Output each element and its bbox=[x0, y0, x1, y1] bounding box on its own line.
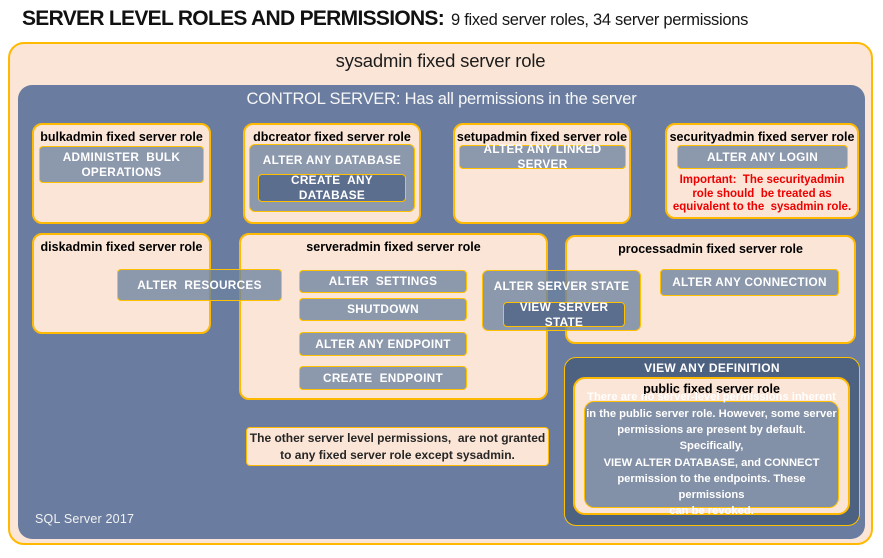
permission-administer-bulk-operations: ADMINISTER BULK OPERATIONS bbox=[39, 146, 204, 183]
view-any-definition-panel: VIEW ANY DEFINITION public fixed server … bbox=[564, 357, 860, 526]
public-role-box: public fixed server role There are no se… bbox=[573, 377, 850, 517]
serveradmin-role-title: serveradmin fixed server role bbox=[306, 240, 481, 254]
permission-alter-any-connection: ALTER ANY CONNECTION bbox=[660, 269, 839, 296]
permission-view-server-state: VIEW SERVER STATE bbox=[503, 300, 625, 329]
page-title: SERVER LEVEL ROLES AND PERMISSIONS: 9 fi… bbox=[22, 7, 748, 31]
permission-alter-any-endpoint: ALTER ANY ENDPOINT bbox=[299, 332, 467, 356]
permission-alter-any-login: ALTER ANY LOGIN bbox=[677, 145, 848, 169]
permission-alter-server-state: ALTER SERVER STATE VIEW SERVER STATE bbox=[482, 270, 641, 331]
public-role-note: There are no server-level permissions in… bbox=[584, 391, 839, 517]
securityadmin-role-box: securityadmin fixed server role Importan… bbox=[665, 123, 859, 219]
other-permissions-note: The other server level permissions, are … bbox=[246, 427, 549, 466]
sql-server-version-label: SQL Server 2017 bbox=[35, 512, 135, 526]
permission-alter-server-state-label: ALTER SERVER STATE bbox=[493, 278, 630, 293]
public-role-title: public fixed server role bbox=[643, 382, 780, 396]
view-any-definition-label: VIEW ANY DEFINITION bbox=[644, 361, 780, 375]
diskadmin-role-title: diskadmin fixed server role bbox=[40, 240, 203, 254]
page-title-subtitle: 9 fixed server roles, 34 server permissi… bbox=[451, 11, 749, 29]
permission-alter-any-database-label: ALTER ANY DATABASE bbox=[262, 152, 402, 167]
permission-alter-resources: ALTER RESOURCES bbox=[117, 269, 282, 301]
sysadmin-role-title: sysadmin fixed server role bbox=[335, 50, 546, 71]
permission-alter-any-database: ALTER ANY DATABASE CREATE ANY DATABASE bbox=[249, 144, 415, 212]
permission-alter-settings: ALTER SETTINGS bbox=[299, 270, 467, 293]
processadmin-role-title: processadmin fixed server role bbox=[618, 242, 803, 256]
setupadmin-role-title: setupadmin fixed server role bbox=[456, 130, 628, 144]
setupadmin-role-box: setupadmin fixed server role bbox=[453, 123, 631, 224]
bulkadmin-role-title: bulkadmin fixed server role bbox=[40, 130, 203, 144]
page-title-main: SERVER LEVEL ROLES AND PERMISSIONS: bbox=[22, 7, 445, 30]
dbcreator-role-title: dbcreator fixed server role bbox=[253, 130, 411, 144]
securityadmin-role-title: securityadmin fixed server role bbox=[669, 130, 855, 144]
permission-shutdown: SHUTDOWN bbox=[299, 298, 467, 321]
securityadmin-warning-note: Important: The securityadmin role should… bbox=[672, 174, 852, 214]
permission-alter-any-linked-server: ALTER ANY LINKED SERVER bbox=[459, 142, 626, 171]
permission-create-endpoint: CREATE ENDPOINT bbox=[299, 366, 467, 390]
permission-create-any-database: CREATE ANY DATABASE bbox=[258, 173, 406, 202]
control-server-title: CONTROL SERVER: Has all permissions in t… bbox=[246, 90, 637, 108]
